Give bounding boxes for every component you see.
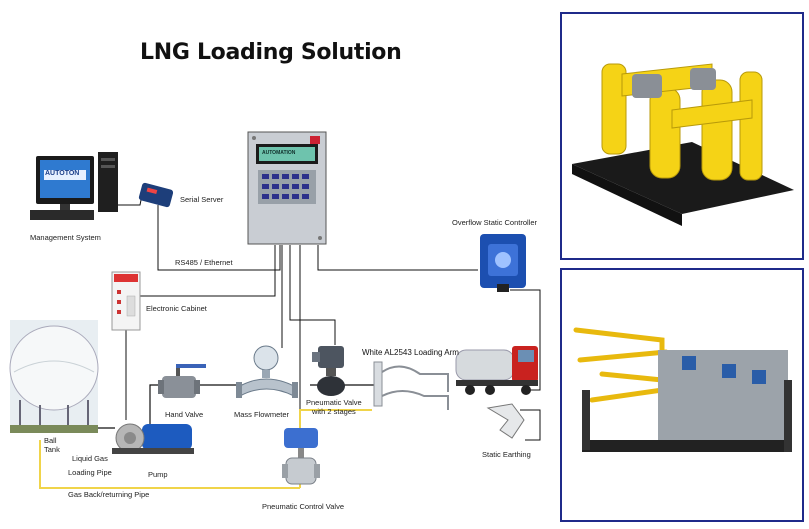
pump-icon xyxy=(112,423,194,454)
computer-icon xyxy=(30,152,118,220)
mgmt-serial-line xyxy=(118,194,143,206)
earth-line xyxy=(520,409,541,441)
monitor-brand-label: AUTOTON xyxy=(45,170,80,177)
loading-pipe-label: Loading Pipe xyxy=(68,468,112,477)
management-system-label: Management System xyxy=(30,233,101,242)
cabinet-line xyxy=(138,245,276,297)
regulator-skid-photo xyxy=(560,12,804,260)
rs485-label: RS485 / Ethernet xyxy=(175,258,233,267)
overflow-controller-label: Overflow Static Controller xyxy=(452,218,538,227)
controller-brand-label: AUTOMATION xyxy=(262,150,296,156)
static-earthing-label: Static Earthing xyxy=(482,450,531,459)
hand-valve-label: Hand Valve xyxy=(165,410,204,419)
mass-flowmeter-label: Mass Flowmeter xyxy=(234,410,290,419)
mass-flowmeter-icon xyxy=(236,345,298,398)
loading-arm-label: White AL2543 Loading Arm xyxy=(362,348,459,357)
page-title: LNG Loading Solution xyxy=(140,40,402,65)
serial-server-label: Serial Server xyxy=(180,195,224,204)
overflow-controller-icon xyxy=(480,234,526,292)
electronic-cabinet-icon xyxy=(111,271,141,331)
serial-server-icon xyxy=(138,182,174,208)
loading-arm-skid-image xyxy=(573,327,792,452)
electronic-cabinet-label: Electronic Cabinet xyxy=(146,304,207,313)
serial-rs485-line xyxy=(157,205,281,271)
pneumatic-valve-label: Pneumatic Valve with 2 stages xyxy=(306,398,362,416)
hand-valve-icon xyxy=(158,364,206,398)
pneumatic-control-valve-icon xyxy=(282,428,320,485)
gas-return-pipe-label: Gas Back/returning Pipe xyxy=(68,490,150,499)
overflow-line xyxy=(317,245,478,271)
tanker-truck-icon xyxy=(455,346,538,395)
loading-arm-skid-photo xyxy=(560,268,804,522)
pneumatic-control-valve-label: Pneumatic Control Valve xyxy=(262,502,344,511)
liquid-gas-label: Liquid Gas xyxy=(72,454,108,463)
ball-tank-icon xyxy=(9,320,99,433)
connection-lines xyxy=(118,194,541,441)
controller-icon xyxy=(247,131,327,245)
static-earthing-icon xyxy=(486,403,525,439)
pump-label: Pump xyxy=(148,470,168,479)
ball-tank-label: Ball Tank xyxy=(44,436,60,454)
overflow-arm-line xyxy=(510,289,541,391)
regulator-skid-image xyxy=(572,63,794,226)
loading-arm-icon xyxy=(373,361,449,410)
pneumatic-valve-icon xyxy=(312,346,345,396)
pvalve-signal-line xyxy=(289,245,336,345)
